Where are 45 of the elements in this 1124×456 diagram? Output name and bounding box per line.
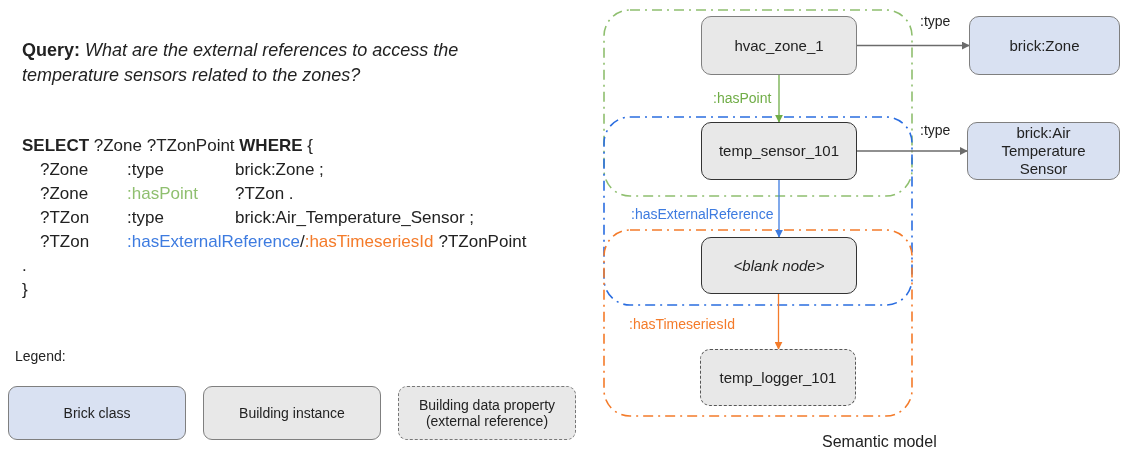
- code-token: /: [299, 231, 305, 253]
- legend-label: Building instance: [239, 405, 345, 421]
- arrow: [775, 74, 783, 123]
- arrow: [856, 147, 968, 155]
- class-box: [969, 16, 1120, 75]
- code-token: :hasPoint: [127, 183, 199, 205]
- node-label: <blank node>: [733, 256, 825, 275]
- edge-label: :hasExternalReference: [630, 206, 775, 222]
- legend-title: Legend:: [15, 348, 66, 364]
- code-token: :hasTimeseriesId: [304, 231, 434, 253]
- code-line: .: [22, 255, 28, 277]
- code-token: :type: [127, 159, 165, 181]
- node-label: temp_logger_101: [719, 368, 837, 387]
- node-label: brick:Air Temperature Sensor: [1000, 124, 1087, 178]
- code-token: ?Zone: [40, 159, 90, 181]
- code-token: ?TZon .: [235, 183, 294, 205]
- node-label: temp_sensor_101: [718, 142, 840, 160]
- code-token: :type: [127, 207, 165, 229]
- data-property-box: [700, 349, 856, 406]
- code-token: ?Zone: [40, 183, 90, 205]
- node-label: hvac_zone_1: [734, 36, 824, 55]
- instance-box: [701, 122, 857, 180]
- code-token: ?TZonPoint: [438, 231, 527, 253]
- edge-label: :hasTimeseriesId: [628, 316, 737, 332]
- code-token: brick:Zone ;: [235, 159, 324, 181]
- code-token: ?TZon: [40, 207, 91, 229]
- code-token: :hasExternalReference: [127, 231, 300, 253]
- arrow: [775, 179, 783, 238]
- arrow: [774, 293, 783, 350]
- code-token: ?TZon: [40, 231, 91, 253]
- code-line: }: [22, 279, 29, 301]
- edge-label: :type: [919, 13, 952, 29]
- edge-label: :type: [919, 122, 952, 138]
- instance-box: [701, 237, 857, 294]
- code-line: SELECT ?Zone ?TZonPoint WHERE {: [22, 135, 314, 157]
- caption: Semantic model: [822, 433, 937, 451]
- edge-label: :hasPoint: [712, 90, 773, 106]
- node-label: brick:Zone: [1009, 36, 1080, 55]
- class-box: [967, 122, 1120, 180]
- arrow: [856, 41, 970, 50]
- query-text: Query: What are the external references to access the temperature sensors related to the zones?: [22, 39, 460, 87]
- code-token: brick:Air_Temperature_Sensor ;: [235, 207, 475, 229]
- legend-label: Brick class: [63, 405, 131, 421]
- legend-label: Building data property (external reference): [417, 397, 557, 429]
- instance-box: [701, 16, 857, 75]
